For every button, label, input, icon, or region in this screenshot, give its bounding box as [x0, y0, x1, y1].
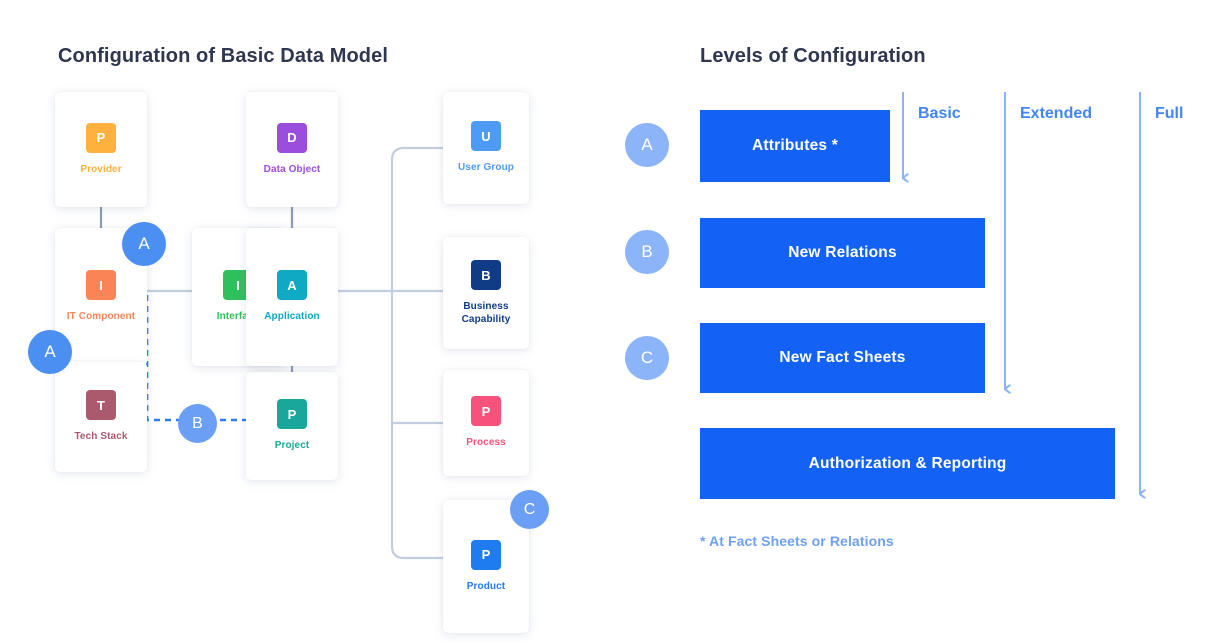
annotation-badge-b[interactable]: B [178, 404, 217, 443]
fact-sheet-card-business-capability[interactable]: B Business Capability [443, 237, 529, 349]
fact-sheet-label: Data Object [263, 163, 321, 175]
fact-sheet-card-provider[interactable]: P Provider [55, 92, 147, 207]
project-icon: P [277, 399, 307, 430]
fact-sheet-card-application[interactable]: A Application [246, 228, 338, 366]
user-group-icon: U [471, 121, 501, 152]
basic-data-model-panel: Configuration of Basic Data Model [28, 45, 549, 592]
level-bar-authorization-reporting[interactable]: Authorization & Reporting [700, 428, 1115, 499]
fact-sheet-label: IT Component [66, 311, 136, 323]
level-badge-a[interactable]: A [625, 123, 669, 167]
fact-sheet-card-project[interactable]: P Project [246, 372, 338, 480]
annotation-badge-a-left[interactable]: A [28, 330, 72, 374]
fact-sheet-card-user-group[interactable]: U User Group [443, 92, 529, 204]
level-bar-new-fact-sheets[interactable]: New Fact Sheets [700, 323, 985, 393]
fact-sheet-label: User Group [457, 162, 514, 174]
business-capability-icon: B [471, 260, 501, 290]
product-icon: P [471, 539, 501, 570]
level-bar-attributes[interactable]: Attributes * [700, 110, 890, 182]
connector-bus-product [390, 291, 443, 560]
fact-sheet-label: Provider [80, 163, 122, 175]
process-icon: P [471, 396, 501, 427]
application-icon: A [277, 270, 307, 301]
fact-sheet-label: Application [264, 311, 320, 323]
annotation-badge-c[interactable]: C [510, 490, 549, 529]
fact-sheet-card-tech-stack[interactable]: T Tech Stack [55, 362, 147, 472]
fact-sheet-label: Project [274, 440, 310, 452]
annotation-badge-a-center[interactable]: A [122, 222, 166, 266]
level-bar-new-relations[interactable]: New Relations [700, 218, 985, 288]
data-object-icon: D [277, 122, 307, 153]
level-badge-b[interactable]: B [625, 230, 669, 274]
it-component-icon: I [86, 270, 116, 301]
fact-sheet-label: Process [466, 437, 506, 449]
tech-stack-icon: T [86, 390, 116, 421]
footnote-text: * At Fact Sheets or Relations [700, 533, 894, 549]
provider-icon: P [86, 122, 116, 153]
level-badge-c[interactable]: C [625, 336, 669, 380]
fact-sheet-card-data-object[interactable]: D Data Object [246, 92, 338, 207]
fact-sheet-label: Product [466, 580, 506, 592]
fact-sheet-card-process[interactable]: P Process [443, 370, 529, 476]
connector-bus-usergroup [390, 146, 443, 291]
column-label-full: Full [1155, 105, 1184, 122]
column-label-extended: Extended [1020, 105, 1093, 122]
fact-sheet-label: Business Capability [461, 301, 511, 325]
right-panel-title: Levels of Configuration [700, 45, 926, 67]
fact-sheet-label: Tech Stack [74, 431, 128, 443]
column-label-basic: Basic [918, 105, 961, 122]
left-panel-title: Configuration of Basic Data Model [58, 45, 388, 67]
levels-of-configuration-panel: Levels of Configuration Basic Extended F… [620, 0, 1230, 643]
